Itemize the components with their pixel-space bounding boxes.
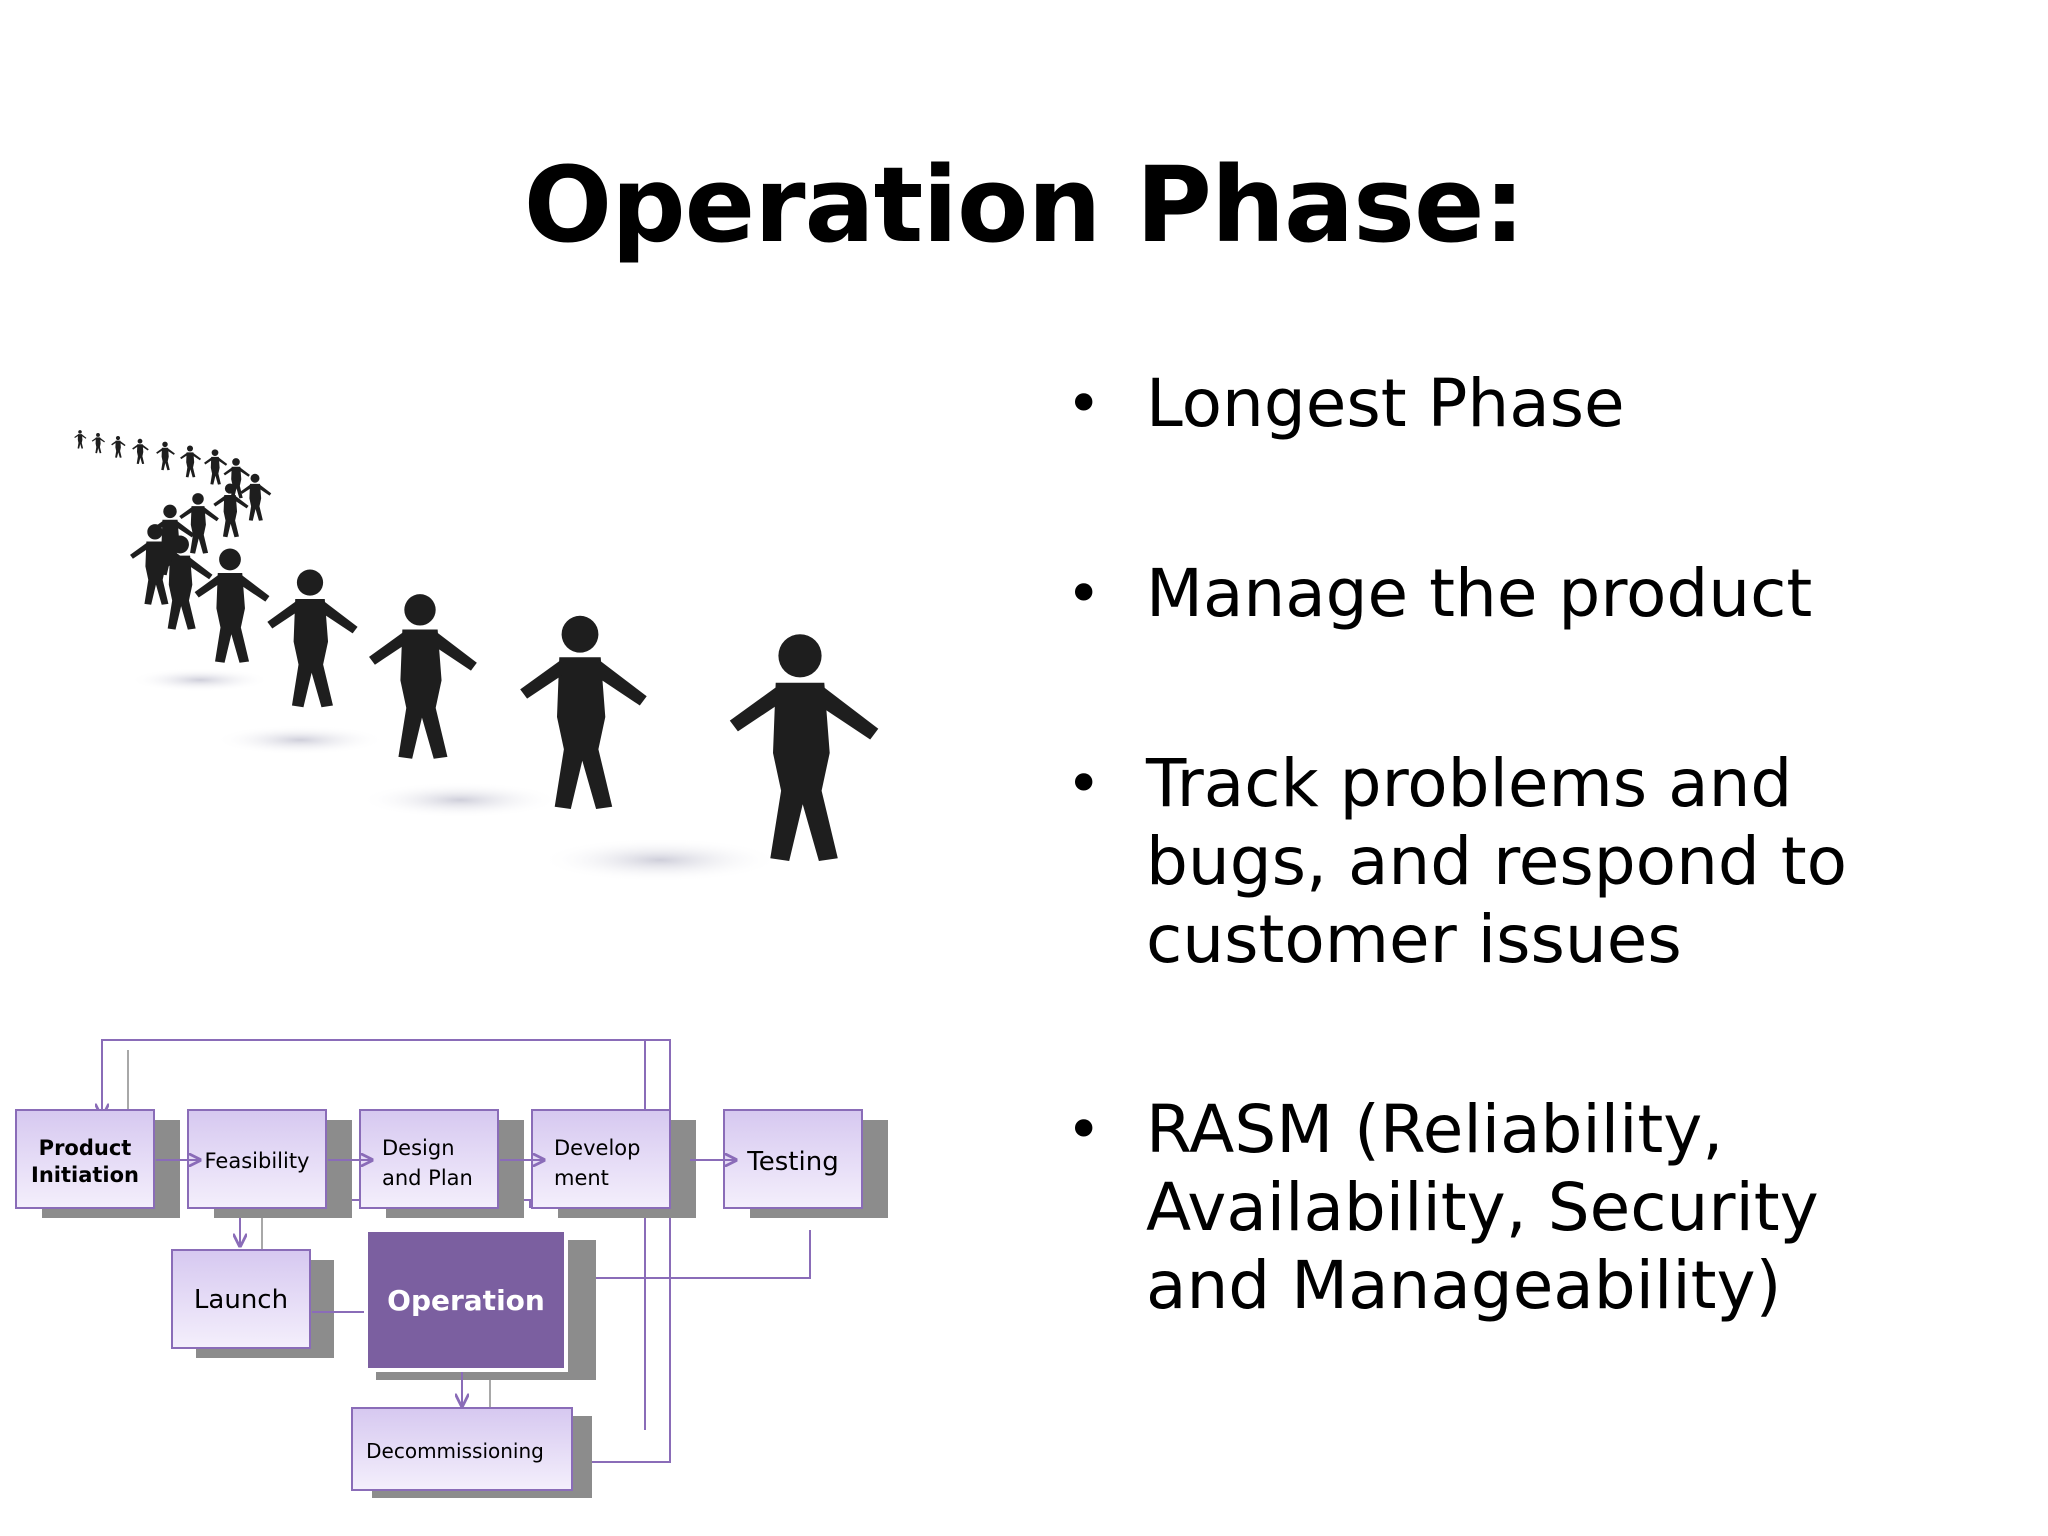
bullet-icon: • bbox=[1066, 559, 1102, 629]
development-label: ment bbox=[554, 1166, 609, 1190]
bullet-item: • Manage the product bbox=[1060, 555, 1960, 633]
bullet-item: • Track problems and bugs, and respond t… bbox=[1060, 745, 1960, 979]
bullet-icon: • bbox=[1066, 369, 1102, 439]
development-label: Develop bbox=[554, 1136, 640, 1160]
operation-label: Operation bbox=[387, 1284, 545, 1317]
launch-label: Launch bbox=[194, 1285, 288, 1315]
bullet-text: RASM (Reliability, Availability, Securit… bbox=[1146, 1091, 1819, 1324]
bullet-text: Longest Phase bbox=[1146, 365, 1625, 442]
bullet-text: Track problems and bugs, and respond to … bbox=[1146, 745, 1848, 978]
testing-label: Testing bbox=[746, 1147, 838, 1177]
bullet-icon: • bbox=[1066, 749, 1102, 819]
feasibility-label: Feasibility bbox=[205, 1149, 310, 1173]
bullet-list: • Longest Phase • Manage the product • T… bbox=[1060, 365, 1960, 1437]
line-of-people-icon bbox=[74, 430, 879, 882]
decommissioning-label: Decommissioning bbox=[366, 1439, 544, 1463]
bullet-text: Manage the product bbox=[1146, 555, 1813, 632]
design-plan-label: Design bbox=[382, 1136, 455, 1160]
product-initiation-label: Product bbox=[39, 1136, 132, 1160]
bullet-item: • Longest Phase bbox=[1060, 365, 1960, 443]
product-initiation-label: Initiation bbox=[31, 1163, 139, 1187]
design-plan-label: and Plan bbox=[382, 1166, 473, 1190]
slide-title: Operation Phase: bbox=[523, 144, 1525, 266]
lifecycle-diagram: Product Initiation Feasibility Design an… bbox=[15, 1039, 888, 1498]
bullet-item: • RASM (Reliability, Availability, Secur… bbox=[1060, 1091, 1960, 1325]
bullet-icon: • bbox=[1066, 1095, 1102, 1165]
